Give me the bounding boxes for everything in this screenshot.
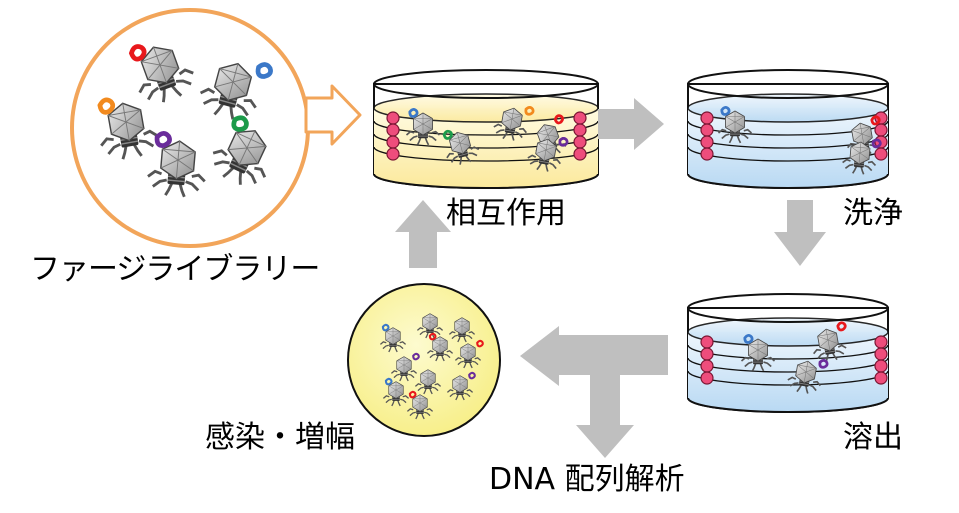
target-bead: [700, 123, 714, 137]
phage-particle: [842, 138, 882, 175]
phage-particle: [379, 323, 407, 353]
phage-particle: [414, 369, 442, 395]
phage-particle: [199, 62, 273, 120]
phage-library-circle: [70, 8, 310, 248]
wash-label: 洗浄: [843, 196, 903, 231]
interaction-label: 相互作用: [446, 196, 566, 231]
target-bead: [874, 147, 888, 161]
elution-label: 溶出: [843, 420, 903, 455]
phage-particle: [406, 390, 434, 420]
phage-particle: [128, 44, 194, 103]
target-bead: [700, 111, 714, 125]
target-bead: [874, 371, 888, 385]
target-bead: [700, 147, 714, 161]
infection-amplification-circle: [347, 283, 501, 437]
target-bead: [874, 359, 888, 373]
phage-particle: [717, 106, 753, 144]
interaction-to-wash-arrow: [598, 98, 664, 150]
phage-particle: [147, 131, 206, 198]
target-bead: [700, 371, 714, 385]
elution-split-arrow: [520, 326, 668, 458]
target-bead: [700, 335, 714, 349]
phage-particle: [416, 313, 444, 339]
phage-particle: [787, 358, 829, 394]
target-bead: [700, 359, 714, 373]
library-phage-group: [97, 44, 273, 198]
target-bead: [386, 111, 400, 125]
infection-amplification-label: 感染・増幅: [205, 420, 355, 455]
phage-particle: [212, 115, 267, 185]
phage-particle: [446, 371, 476, 401]
phage-particle: [390, 352, 420, 382]
amplify-to-interaction-arrow: [395, 200, 451, 268]
phage-particle: [382, 377, 410, 407]
target-bead: [573, 123, 587, 137]
phage-particle: [405, 108, 441, 146]
phage-particle: [448, 317, 476, 343]
phage-particle: [97, 97, 159, 160]
wash-to-elution-arrow: [774, 200, 826, 266]
interaction-dish: [373, 69, 599, 189]
target-bead: [700, 347, 714, 361]
target-bead: [874, 123, 888, 137]
phage-particle: [740, 334, 776, 372]
phage-library-label: ファージライブラリー: [30, 252, 320, 287]
target-bead: [874, 347, 888, 361]
phage-particle: [426, 332, 454, 362]
phage-particle: [454, 339, 484, 369]
target-bead: [573, 135, 587, 149]
target-bead: [386, 123, 400, 137]
target-bead: [573, 111, 587, 125]
phage-particle: [493, 105, 535, 141]
target-bead: [386, 135, 400, 149]
phage-particle: [442, 129, 480, 165]
dna-sequencing-label: DNA 配列解析: [489, 462, 685, 497]
phage-particle: [527, 136, 569, 172]
elution-dish: [687, 293, 889, 413]
amplified-phage-group: [379, 313, 484, 420]
wash-dish: [687, 69, 889, 189]
target-bead: [874, 335, 888, 349]
target-bead: [700, 135, 714, 149]
phage-particle: [813, 321, 847, 362]
target-bead: [386, 147, 400, 161]
library-to-dish-arrow: [304, 84, 362, 146]
target-bead: [573, 147, 587, 161]
